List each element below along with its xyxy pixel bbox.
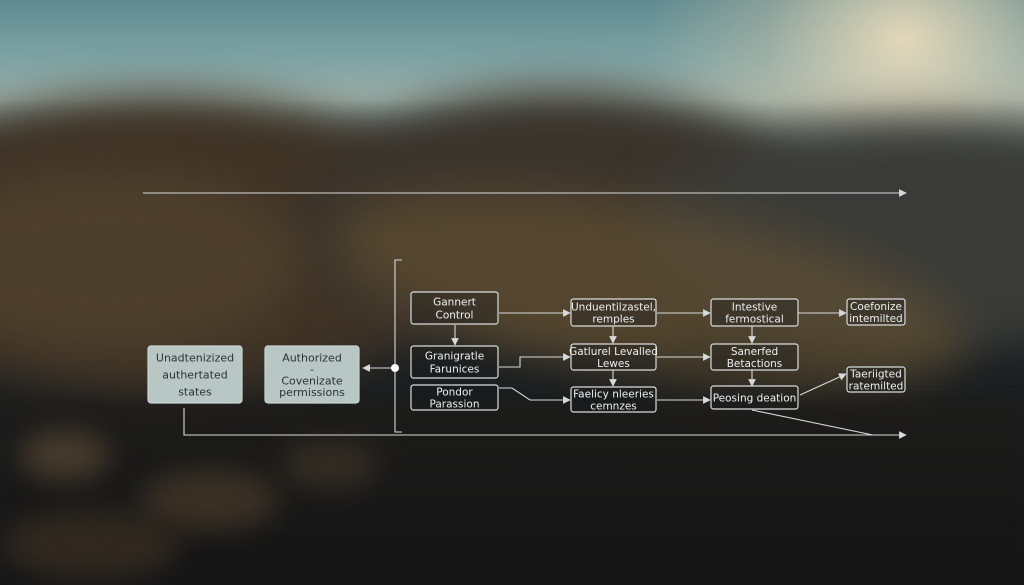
- edge-peosing-tasriigted: [799, 373, 847, 396]
- node-unauth: Unadtenizized authertated states: [147, 345, 243, 404]
- edge-peosing-timeline: [751, 409, 874, 436]
- node-label-line: Lewes: [597, 358, 630, 370]
- node-label-line: Farunices: [430, 364, 480, 376]
- node-box-frame: [846, 298, 906, 326]
- node-label-line: Authorized: [282, 351, 342, 364]
- node-label-line: Intestive: [732, 302, 778, 314]
- node-label-line: Covenizate: [281, 374, 343, 387]
- group-bracket: [394, 259, 402, 433]
- node-box-frame: [570, 298, 657, 327]
- bottom-timeline-arrow: [183, 408, 907, 439]
- node-box-frame: [710, 298, 799, 327]
- node-label-line: fermostical: [725, 314, 784, 326]
- node-box-frame: [264, 345, 360, 404]
- node-box-frame: [410, 291, 499, 325]
- foreground-blur: [0, 510, 180, 580]
- node-label-line: -: [310, 363, 314, 376]
- node-label-line: ratemilted: [849, 381, 904, 393]
- node-label-line: Pondor: [436, 387, 473, 399]
- node-box-frame: [710, 343, 799, 371]
- node-label-line: states: [178, 386, 212, 399]
- node-label-line: intemilted: [849, 313, 902, 325]
- node-label-line: Parassion: [430, 399, 480, 411]
- node-box-frame: [710, 385, 799, 410]
- node-label-line: Faelicy nleeries: [573, 389, 654, 401]
- node-box-frame: [147, 345, 243, 404]
- foreground-blur: [280, 440, 380, 490]
- node-label-line: Peosing deation: [713, 393, 797, 405]
- node-box-frame: [570, 343, 657, 371]
- edges: [143, 189, 907, 439]
- node-label-line: cemnzes: [590, 401, 637, 413]
- nodes: Unadtenizized authertated states Authorized…: [147, 291, 906, 413]
- foreground-blur: [20, 430, 110, 480]
- node-label-line: authertated: [162, 369, 227, 382]
- node-box-frame: [570, 386, 657, 413]
- node-label-line: Taeriigted: [849, 369, 902, 381]
- node-label-line: Gannert: [433, 297, 476, 309]
- foreground-blur: [140, 470, 280, 530]
- node-box-frame: [410, 345, 499, 379]
- edge-pondor-facilicy: [499, 387, 571, 404]
- node-label-line: Unduentilzastel,: [571, 302, 656, 314]
- node-box-frame: [410, 384, 499, 411]
- node-label-line: Gatlurel Levalled: [569, 346, 658, 358]
- node-label-line: remples: [592, 314, 634, 326]
- node-label-line: Betactions: [727, 358, 783, 370]
- edge-granigratle-gatlurel: [499, 353, 571, 368]
- node-unduentilzastel: Unduentilzastel,remples: [570, 298, 657, 327]
- node-label-line: Coefonize: [850, 301, 902, 313]
- mountain-slope: [0, 170, 300, 350]
- node-label-line: permissions: [279, 386, 345, 399]
- node-box-frame: [846, 366, 906, 393]
- node-peosing: Peosing deation: [710, 385, 799, 410]
- node-label-line: Granigratle: [425, 351, 484, 363]
- node-label-line: Sanerfed: [731, 346, 778, 358]
- node-label-line: Unadtenizized: [156, 352, 234, 365]
- junction-dot: [391, 364, 399, 372]
- node-label-line: Control: [436, 310, 474, 322]
